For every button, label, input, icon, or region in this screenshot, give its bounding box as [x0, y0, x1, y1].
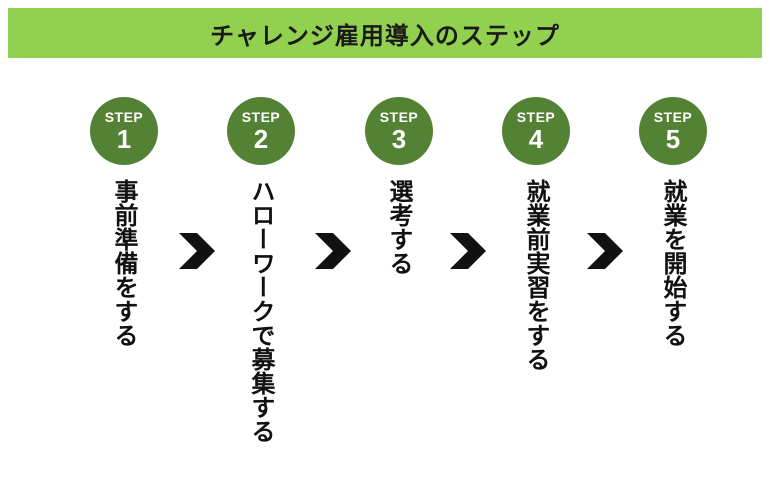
step-badge: STEP 2 — [227, 97, 295, 165]
step-label: STEP — [653, 108, 693, 125]
step-description: 就業前実習をする — [522, 179, 550, 371]
diagram-title: チャレンジ雇用導入のステップ — [8, 8, 762, 58]
step-label: STEP — [104, 108, 144, 125]
step-number: 4 — [528, 123, 544, 154]
step-description: 選考する — [385, 179, 413, 275]
step-5: STEP 5 就業を開始する — [633, 97, 713, 347]
step-description: 就業を開始する — [659, 179, 687, 347]
step-label: STEP — [379, 108, 419, 125]
step-2: STEP 2 ハローワークで募集する — [221, 97, 301, 443]
step-1: STEP 1 事前準備をする — [84, 97, 164, 347]
step-description: ハローワークで募集する — [247, 179, 275, 443]
step-badge: STEP 4 — [502, 97, 570, 165]
step-number: 2 — [253, 123, 269, 154]
step-description: 事前準備をする — [110, 179, 138, 347]
step-badge: STEP 3 — [365, 97, 433, 165]
step-label: STEP — [241, 108, 281, 125]
step-label: STEP — [516, 108, 556, 125]
step-badge: STEP 1 — [90, 97, 158, 165]
step-number: 3 — [391, 123, 407, 154]
step-badge: STEP 5 — [639, 97, 707, 165]
step-3: STEP 3 選考する — [359, 97, 439, 275]
step-number: 1 — [116, 123, 132, 154]
step-4: STEP 4 就業前実習をする — [496, 97, 576, 371]
step-number: 5 — [665, 123, 681, 154]
